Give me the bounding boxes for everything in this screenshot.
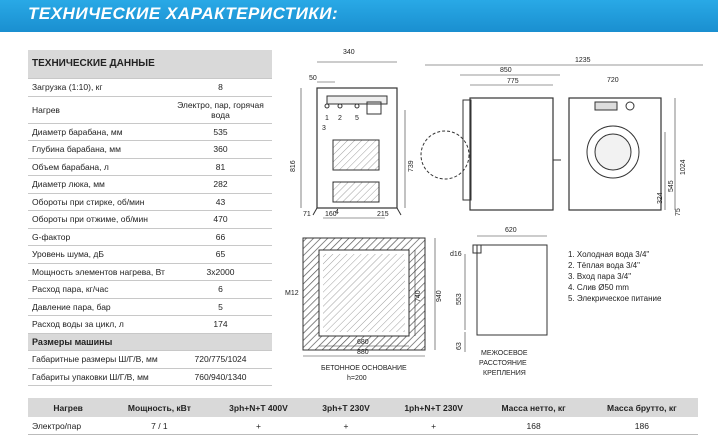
dim-160: 160	[325, 211, 337, 218]
dim-545: 545	[668, 180, 675, 192]
dim-d16: d16	[450, 251, 462, 258]
spec-label: Диаметр барабана, мм	[28, 123, 169, 141]
spec-label: G-фактор	[28, 228, 169, 246]
size-value: 720/775/1024	[169, 350, 272, 369]
spec-value: 65	[169, 245, 272, 264]
dim-739: 739	[408, 160, 415, 172]
size-section-title: Размеры машины	[28, 333, 272, 351]
dim-324: 324	[657, 192, 664, 204]
label-4: 4	[335, 209, 339, 216]
technical-drawings: 340 50 816 739 71 160 215 1 2 3 5 4 1235…	[285, 49, 703, 382]
label-5: 5	[355, 115, 359, 122]
dim-71: 71	[303, 211, 311, 218]
table-cell: Электро/пар	[28, 417, 109, 435]
page-title: ТЕХНИЧЕСКИЕ ХАРАКТЕРИСТИКИ:	[28, 4, 339, 23]
base-caption-2: h=200	[347, 375, 367, 382]
size-value: 760/940/1340	[169, 368, 272, 386]
dim-880: 880	[357, 349, 369, 356]
spec-label: Обороты при стирке, об/мин	[28, 193, 169, 211]
header-banner: ТЕХНИЧЕСКИЕ ХАРАКТЕРИСТИКИ:	[0, 0, 718, 32]
spec-value: 66	[169, 228, 272, 246]
dim-620: 620	[505, 227, 517, 234]
connections-legend: 1. Холодная вода 3/4" 2. Тёплая вода 3/4…	[568, 249, 661, 304]
spec-value: 174	[169, 315, 272, 334]
dim-816: 816	[290, 160, 297, 172]
col-header: 3ph+T 230V	[306, 398, 386, 417]
spec-value: 282	[169, 175, 272, 194]
table-cell: +	[385, 417, 482, 435]
dim-720: 720	[607, 77, 619, 84]
gap-caption-2: РАССТОЯНИЕ	[479, 360, 527, 367]
label-1: 1	[325, 115, 329, 122]
spec-label: Глубина барабана, мм	[28, 140, 169, 159]
spec-value: 360	[169, 140, 272, 159]
legend-item: 5. Элекрическое питание	[568, 294, 662, 303]
size-label: Габариты упаковки Ш/Г/В, мм	[28, 368, 169, 386]
size-label: Габаритные размеры Ш/Г/В, мм	[28, 350, 169, 369]
col-header: Масса брутто, кг	[585, 398, 698, 417]
spec-label: Нагрев	[28, 96, 169, 124]
spec-value: 470	[169, 210, 272, 229]
spec-label: Давление пара, бар	[28, 298, 169, 316]
table-cell: 168	[481, 417, 586, 435]
spec-label: Мощность элементов нагрева, Вт	[28, 263, 169, 281]
table-cell: +	[306, 417, 386, 435]
legend-item: 1. Холодная вода 3/4"	[568, 250, 650, 259]
spec-label: Объем барабана, л	[28, 158, 169, 176]
dim-340: 340	[343, 49, 355, 56]
concrete-base-drawing	[302, 237, 436, 357]
dim-63: 63	[456, 342, 463, 350]
label-3: 3	[322, 125, 326, 132]
col-header: Нагрев	[28, 398, 109, 417]
dim-680: 680	[357, 339, 369, 346]
spec-label: Уровень шума, дБ	[28, 245, 169, 264]
dim-940: 940	[436, 290, 443, 302]
col-header: Масса нетто, кг	[481, 398, 586, 417]
dim-850: 850	[500, 67, 512, 74]
table-row: Электро/пар 7 / 1 + + + 168 186	[28, 417, 698, 435]
gap-caption-3: КРЕПЛЕНИЯ	[483, 370, 526, 377]
spec-table-title: ТЕХНИЧЕСКИЕ ДАННЫЕ	[28, 50, 272, 79]
spec-value: 43	[169, 193, 272, 211]
base-caption-1: БЕТОННОЕ ОСНОВАНИЕ	[321, 365, 407, 372]
dim-1024: 1024	[680, 159, 687, 175]
col-header: Мощность, кВт	[108, 398, 211, 417]
legend-item: 4. Слив Ø50 mm	[568, 283, 629, 292]
front-view	[568, 97, 676, 211]
spec-value: 535	[169, 123, 272, 141]
dim-50: 50	[309, 75, 317, 82]
dim-775: 775	[507, 78, 519, 85]
spec-value: 6	[169, 280, 272, 299]
rear-view	[300, 61, 406, 219]
spec-value: 5	[169, 298, 272, 316]
spec-value: 3х2000	[169, 263, 272, 281]
heating-table: Нагрев Мощность, кВт 3ph+N+T 400V 3ph+T …	[28, 398, 698, 435]
side-view	[420, 64, 703, 211]
spec-value: Электро, пар, горячая вода	[169, 96, 272, 124]
col-header: 1ph+N+T 230V	[385, 398, 482, 417]
legend-item: 2. Тёплая вода 3/4"	[568, 261, 640, 270]
dim-553: 553	[456, 293, 463, 305]
legend-item: 3. Вход пара 3/4"	[568, 272, 632, 281]
spec-label: Обороты при отжиме, об/мин	[28, 210, 169, 229]
dim-75: 75	[675, 208, 682, 216]
table-cell: 7 / 1	[108, 417, 211, 435]
dim-215: 215	[377, 211, 389, 218]
spec-label: Расход пара, кг/час	[28, 280, 169, 299]
gap-caption-1: МЕЖОСЕВОЕ	[481, 350, 528, 357]
mounting-drawing	[464, 235, 548, 352]
col-header: 3ph+N+T 400V	[210, 398, 307, 417]
dim-1235: 1235	[575, 57, 591, 64]
dim-740: 740	[415, 290, 422, 302]
spec-label: Загрузка (1:10), кг	[28, 78, 169, 97]
spec-value: 81	[169, 158, 272, 176]
dim-m12: M12	[285, 290, 299, 297]
table-cell: 186	[585, 417, 698, 435]
spec-label: Расход воды за цикл, л	[28, 315, 169, 334]
table-cell: +	[210, 417, 307, 435]
spec-value: 8	[169, 78, 272, 97]
spec-label: Диаметр люка, мм	[28, 175, 169, 194]
label-2: 2	[338, 115, 342, 122]
